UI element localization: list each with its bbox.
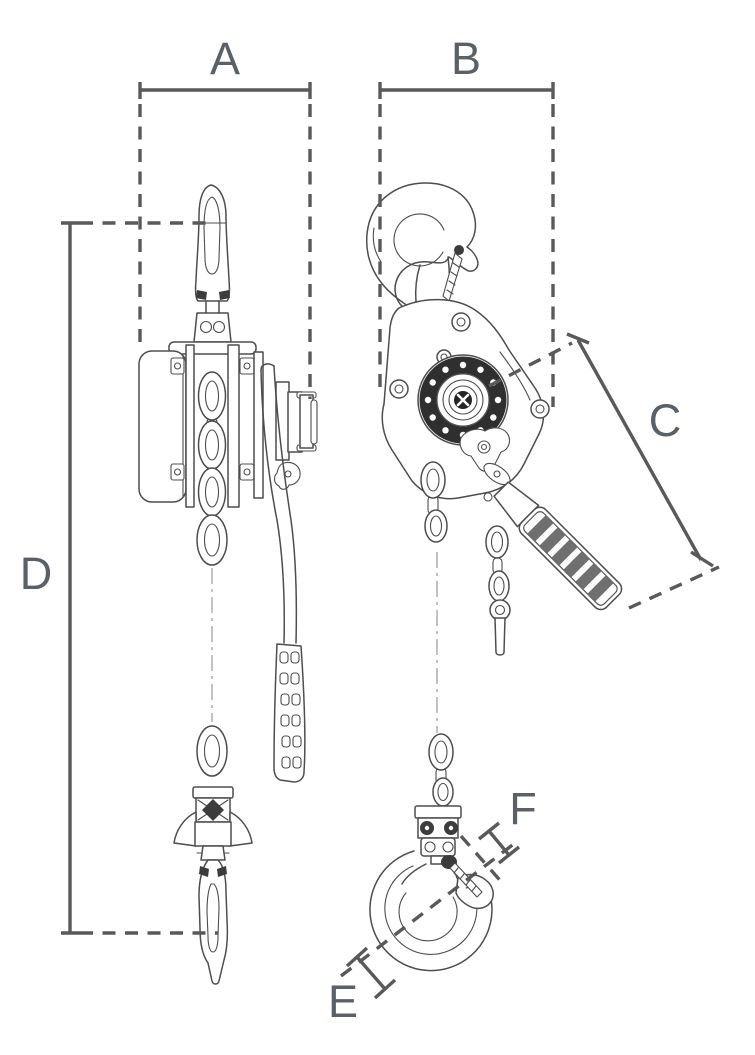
swivel-wing-left	[173, 811, 197, 847]
lever-arm	[493, 481, 540, 528]
direction-selector	[459, 427, 511, 486]
pawl-knob	[274, 461, 301, 490]
dimension-f: F	[477, 783, 537, 865]
load-chain-front	[420, 461, 448, 543]
slack-chain-end	[485, 525, 511, 656]
dimension-a: A	[138, 33, 312, 399]
top-hook-front	[365, 182, 479, 327]
bottom-hook-body	[198, 859, 229, 985]
top-hook-clevis	[193, 312, 232, 343]
side-view	[138, 184, 318, 985]
grip-holes	[279, 651, 302, 769]
bottom-hook-front	[369, 850, 494, 972]
dimension-e-label: E	[328, 976, 358, 1027]
dimension-b: B	[378, 33, 555, 407]
dimension-e-f: E F	[328, 783, 537, 1027]
frame-plate-right	[227, 344, 240, 508]
dimension-annotations: A B D C	[20, 33, 720, 1027]
dimension-c-label: C	[649, 395, 682, 446]
frame-plate-left	[185, 344, 195, 508]
extension-line	[628, 565, 720, 610]
load-chain-links	[196, 514, 228, 777]
dimension-c: C	[488, 332, 720, 610]
dimension-d-label: D	[20, 548, 53, 599]
latch-pivot	[454, 245, 464, 255]
dimension-a-label: A	[210, 33, 240, 84]
dimension-e: E	[328, 946, 397, 1027]
hook-measure-axis	[339, 841, 517, 978]
extension-line	[459, 834, 507, 888]
extension-line	[488, 341, 573, 388]
hook-outer-curve	[369, 850, 493, 972]
side-bracket-plate	[253, 351, 264, 499]
bottom-hook-side	[173, 786, 253, 985]
chain-stopper-bolt	[489, 599, 511, 621]
lever-grip	[518, 506, 623, 611]
load-chain-stack	[197, 371, 227, 517]
swivel-wing-right	[229, 811, 253, 847]
dimension-b-label: B	[451, 33, 481, 84]
front-view	[365, 182, 623, 972]
top-hook-side	[193, 184, 232, 343]
grip-stripes	[527, 515, 614, 602]
hand-lever-front	[493, 481, 623, 611]
tie-bolts	[170, 357, 255, 481]
bottom-swivel-front	[414, 733, 462, 865]
latch-hinge-mark	[196, 290, 207, 300]
dimension-f-label: F	[509, 783, 537, 834]
hand-lever-side	[260, 363, 306, 783]
suspension-plate	[168, 341, 257, 355]
ratchet-drum-side	[275, 381, 318, 461]
hoist-body-side	[138, 341, 318, 517]
hoist-body-front	[381, 298, 550, 502]
dimension-d: D	[20, 221, 218, 935]
